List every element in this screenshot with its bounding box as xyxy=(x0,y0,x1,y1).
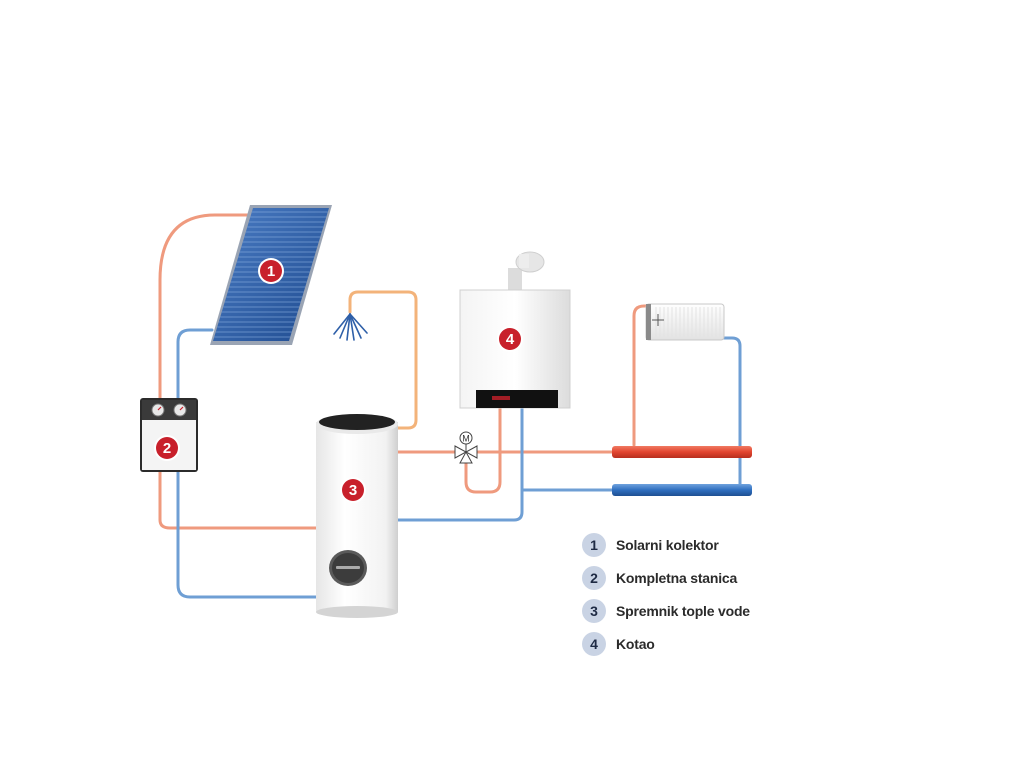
mixing-valve-icon: M xyxy=(454,431,478,464)
solar-flow-pipe xyxy=(158,213,320,530)
legend-item: 4 Kotao xyxy=(582,627,750,660)
radiator-feed-pipe xyxy=(632,304,650,447)
valve-label: M xyxy=(462,434,470,444)
boiler-return-pipe xyxy=(396,406,524,522)
shower-head-icon xyxy=(333,313,368,341)
svg-text:3: 3 xyxy=(349,482,357,499)
solar-return-pipe xyxy=(176,328,320,599)
cold-main-line xyxy=(612,484,752,496)
radiator xyxy=(645,303,725,341)
legend-label: Solarni kolektor xyxy=(616,536,719,553)
marker-station: 2 xyxy=(154,435,180,461)
pipe-network xyxy=(158,213,742,599)
hot-water-tank xyxy=(316,414,398,618)
legend-item: 3 Spremnik tople vode xyxy=(582,594,750,627)
shower-pipe xyxy=(348,290,418,430)
legend-label: Spremnik tople vode xyxy=(616,602,750,619)
marker-collector: 1 xyxy=(258,258,284,284)
svg-text:2: 2 xyxy=(163,440,171,457)
valve-bypass-pipe xyxy=(464,406,502,494)
legend-label: Kotao xyxy=(616,635,655,652)
svg-text:4: 4 xyxy=(506,331,515,348)
hot-main-line xyxy=(612,446,752,458)
marker-tank: 3 xyxy=(340,477,366,503)
legend-number: 1 xyxy=(582,532,606,557)
legend-number: 3 xyxy=(582,598,606,623)
legend-number: 2 xyxy=(582,565,606,590)
pump-station xyxy=(140,398,198,472)
legend-item: 2 Kompletna stanica xyxy=(582,561,750,594)
radiator-return-pipe xyxy=(720,336,742,492)
legend: 1 Solarni kolektor 2 Kompletna stanica 3… xyxy=(582,528,750,660)
legend-number: 4 xyxy=(582,631,606,656)
svg-text:1: 1 xyxy=(267,263,275,280)
marker-boiler: 4 xyxy=(497,326,523,352)
legend-item: 1 Solarni kolektor xyxy=(582,528,750,561)
legend-label: Kompletna stanica xyxy=(616,569,738,586)
